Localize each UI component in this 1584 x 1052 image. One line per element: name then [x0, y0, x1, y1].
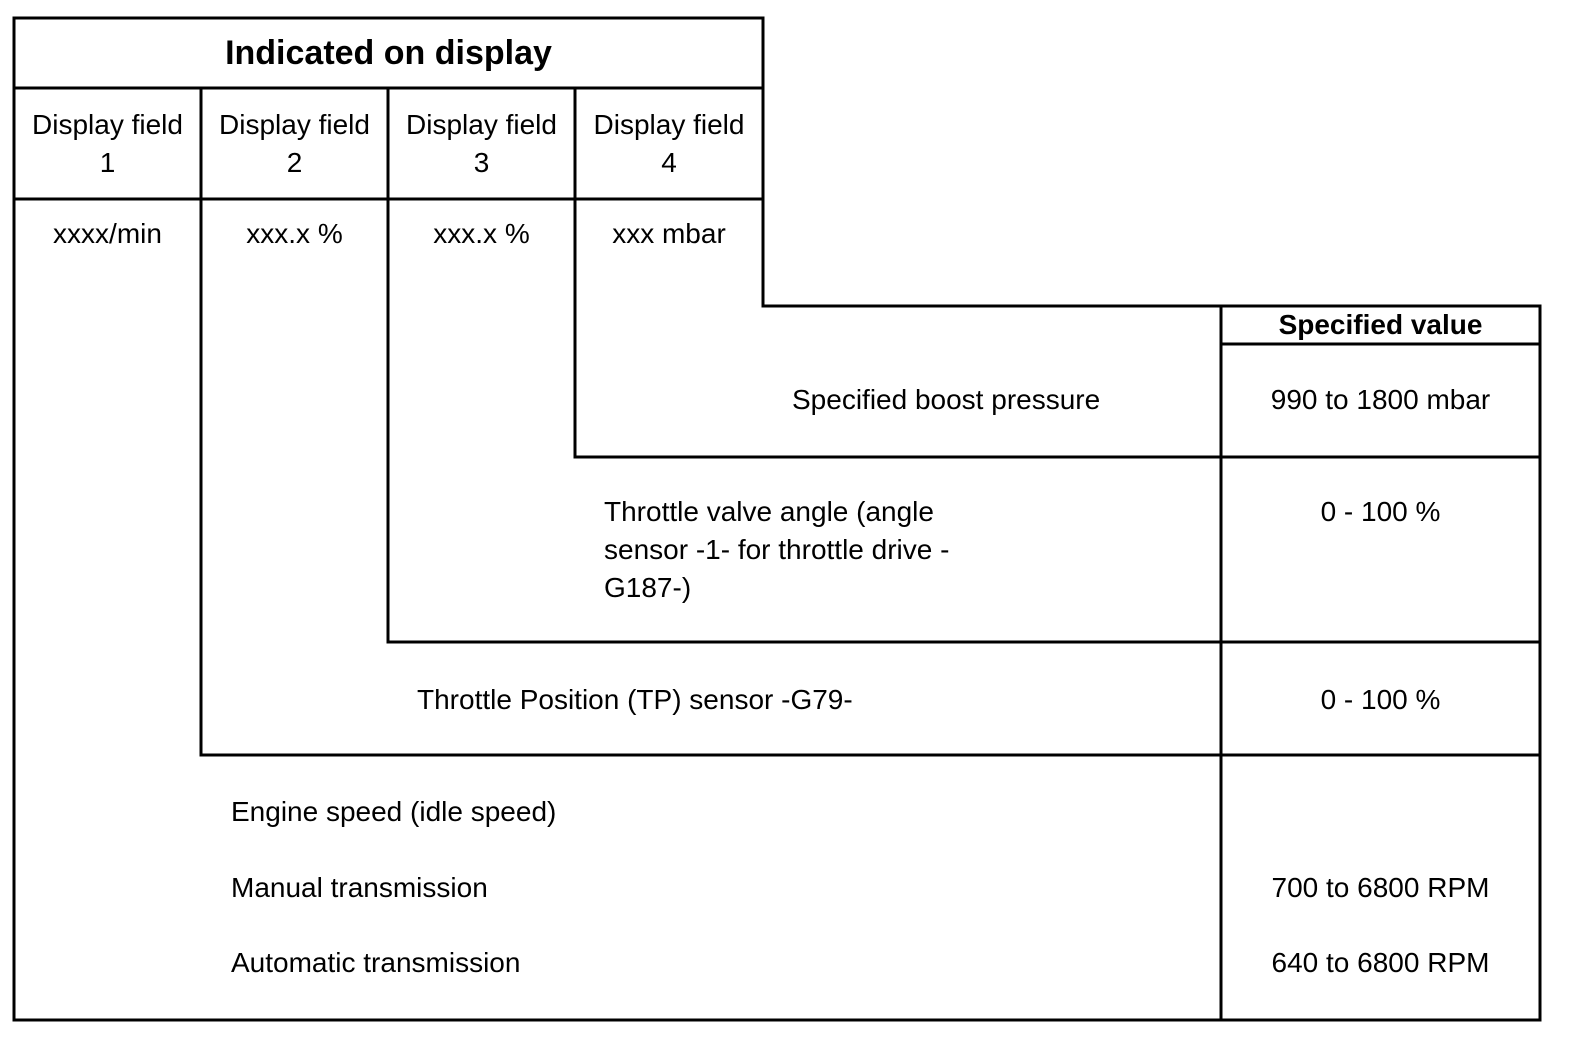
field-4-number: 4 [661, 147, 677, 178]
manual-transmission-label: Manual transmission [231, 872, 488, 903]
tp-sensor-label: Throttle Position (TP) sensor -G79- [417, 684, 853, 715]
throttle-valve-angle-value: 0 - 100 % [1320, 496, 1441, 527]
field-2-unit: xxx.x % [246, 218, 343, 249]
field-4-unit: xxx mbar [612, 218, 726, 249]
field-1-number: 1 [99, 147, 116, 178]
boost-pressure-label: Specified boost pressure [792, 384, 1101, 415]
field-1-header: Display field 1 [14, 106, 201, 182]
automatic-transmission-label: Automatic transmission [231, 947, 521, 978]
field-4-header: Display field 4 [575, 106, 763, 182]
field-1-unit: xxxx/min [53, 218, 162, 249]
field-3-unit: xxx.x % [433, 218, 530, 249]
throttle-valve-line-1: Throttle valve angle (angle [604, 496, 934, 527]
field-3-label: Display field [406, 109, 557, 140]
engine-speed-title: Engine speed (idle speed) [231, 796, 557, 827]
field-2-header: Display field 2 [201, 106, 388, 182]
field-1-label: Display field [32, 109, 183, 140]
field-3-header: Display field 3 [388, 106, 575, 182]
specified-value-header: Specified value [1278, 309, 1483, 340]
tp-sensor-value: 0 - 100 % [1320, 684, 1441, 715]
boost-pressure-value: 990 to 1800 mbar [1270, 384, 1491, 415]
automatic-transmission-value: 640 to 6800 RPM [1271, 947, 1490, 978]
throttle-valve-line-3: G187-) [604, 572, 692, 603]
field-4-label: Display field [593, 109, 745, 140]
field-3-number: 3 [473, 147, 490, 178]
throttle-valve-angle-label: Throttle valve angle (angle sensor -1- f… [604, 493, 949, 607]
field-2-label: Display field [219, 109, 370, 140]
throttle-valve-line-2: sensor -1- for throttle drive - [604, 534, 950, 565]
field-2-number: 2 [286, 147, 303, 178]
manual-transmission-value: 700 to 6800 RPM [1271, 872, 1490, 903]
header-title: Indicated on display [225, 34, 552, 72]
